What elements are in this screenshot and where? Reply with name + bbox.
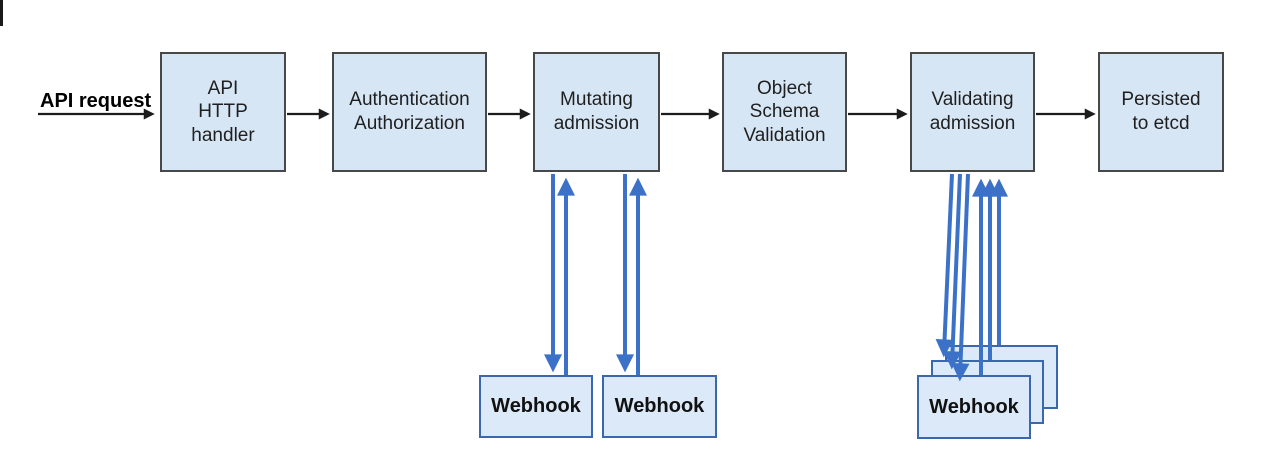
node-authentication-authorization: Authentication Authorization — [332, 52, 487, 172]
node-label: Validating admission — [929, 89, 1016, 134]
node-label: Object Schema Validation — [743, 77, 826, 146]
node-object-schema-validation: Object Schema Validation — [722, 52, 847, 172]
node-mutating-admission: Mutating admission — [533, 52, 660, 172]
validating-webhook-box-front: Webhook — [917, 375, 1031, 439]
webhook-call-arrow-down — [935, 173, 954, 358]
mutating-webhook-box-1: Webhook — [479, 375, 593, 438]
node-validating-admission: Validating admission — [910, 52, 1035, 172]
api-request-label: API request — [40, 90, 152, 112]
screen-edge-artifact — [0, 0, 3, 26]
node-api-http-handler: API HTTP handler — [160, 52, 286, 172]
webhook-call-arrow-down — [943, 173, 962, 370]
node-label: Mutating admission — [553, 89, 640, 134]
node-label: Persisted to etcd — [1121, 89, 1201, 134]
node-persisted-to-etcd: Persisted to etcd — [1098, 52, 1224, 172]
webhook-label: Webhook — [929, 395, 1019, 418]
webhook-label: Webhook — [491, 395, 581, 417]
webhook-label: Webhook — [614, 395, 705, 417]
node-label: API HTTP handler — [191, 77, 255, 146]
mutating-webhook-arrows — [544, 174, 647, 375]
node-label: Authentication Authorization — [349, 89, 470, 134]
mutating-webhook-box-2: Webhook — [602, 375, 717, 438]
